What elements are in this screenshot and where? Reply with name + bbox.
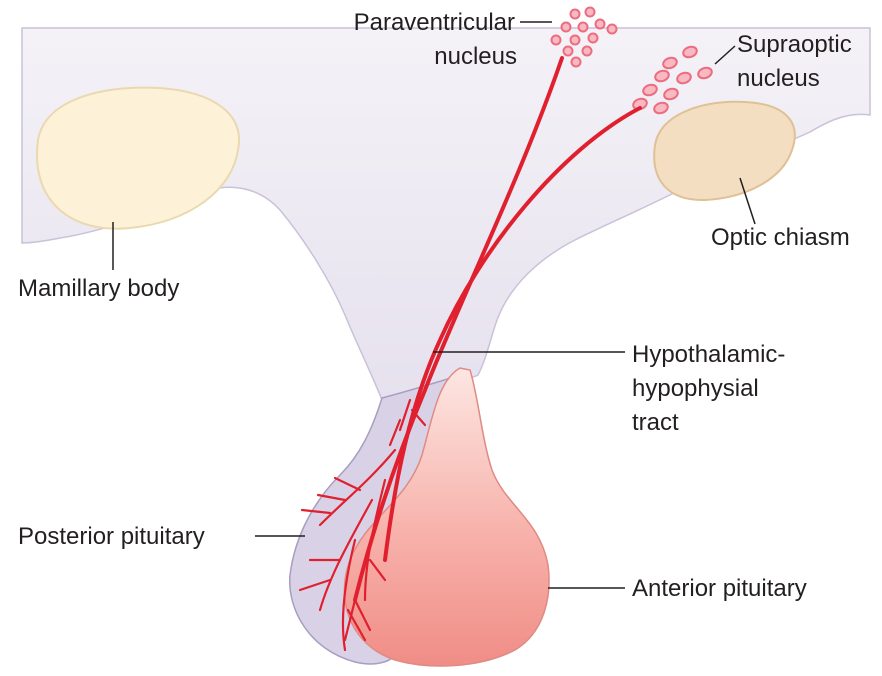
label-tract-1: Hypothalamic- <box>632 341 785 368</box>
mamillary-body-shape <box>37 88 239 229</box>
label-anterior-pituitary: Anterior pituitary <box>632 575 807 602</box>
label-optic-chiasm: Optic chiasm <box>711 224 850 251</box>
label-paraventricular-2: nucleus <box>434 43 517 70</box>
label-supraoptic-1: Supraoptic <box>737 31 852 58</box>
optic-chiasm-shape <box>654 102 795 200</box>
label-supraoptic-2: nucleus <box>737 65 820 92</box>
label-posterior-pituitary: Posterior pituitary <box>18 523 205 550</box>
label-paraventricular-1: Paraventricular <box>354 9 515 36</box>
label-tract-3: tract <box>632 409 679 436</box>
label-tract-2: hypophysial <box>632 375 759 402</box>
label-mamillary-body: Mamillary body <box>18 275 179 302</box>
